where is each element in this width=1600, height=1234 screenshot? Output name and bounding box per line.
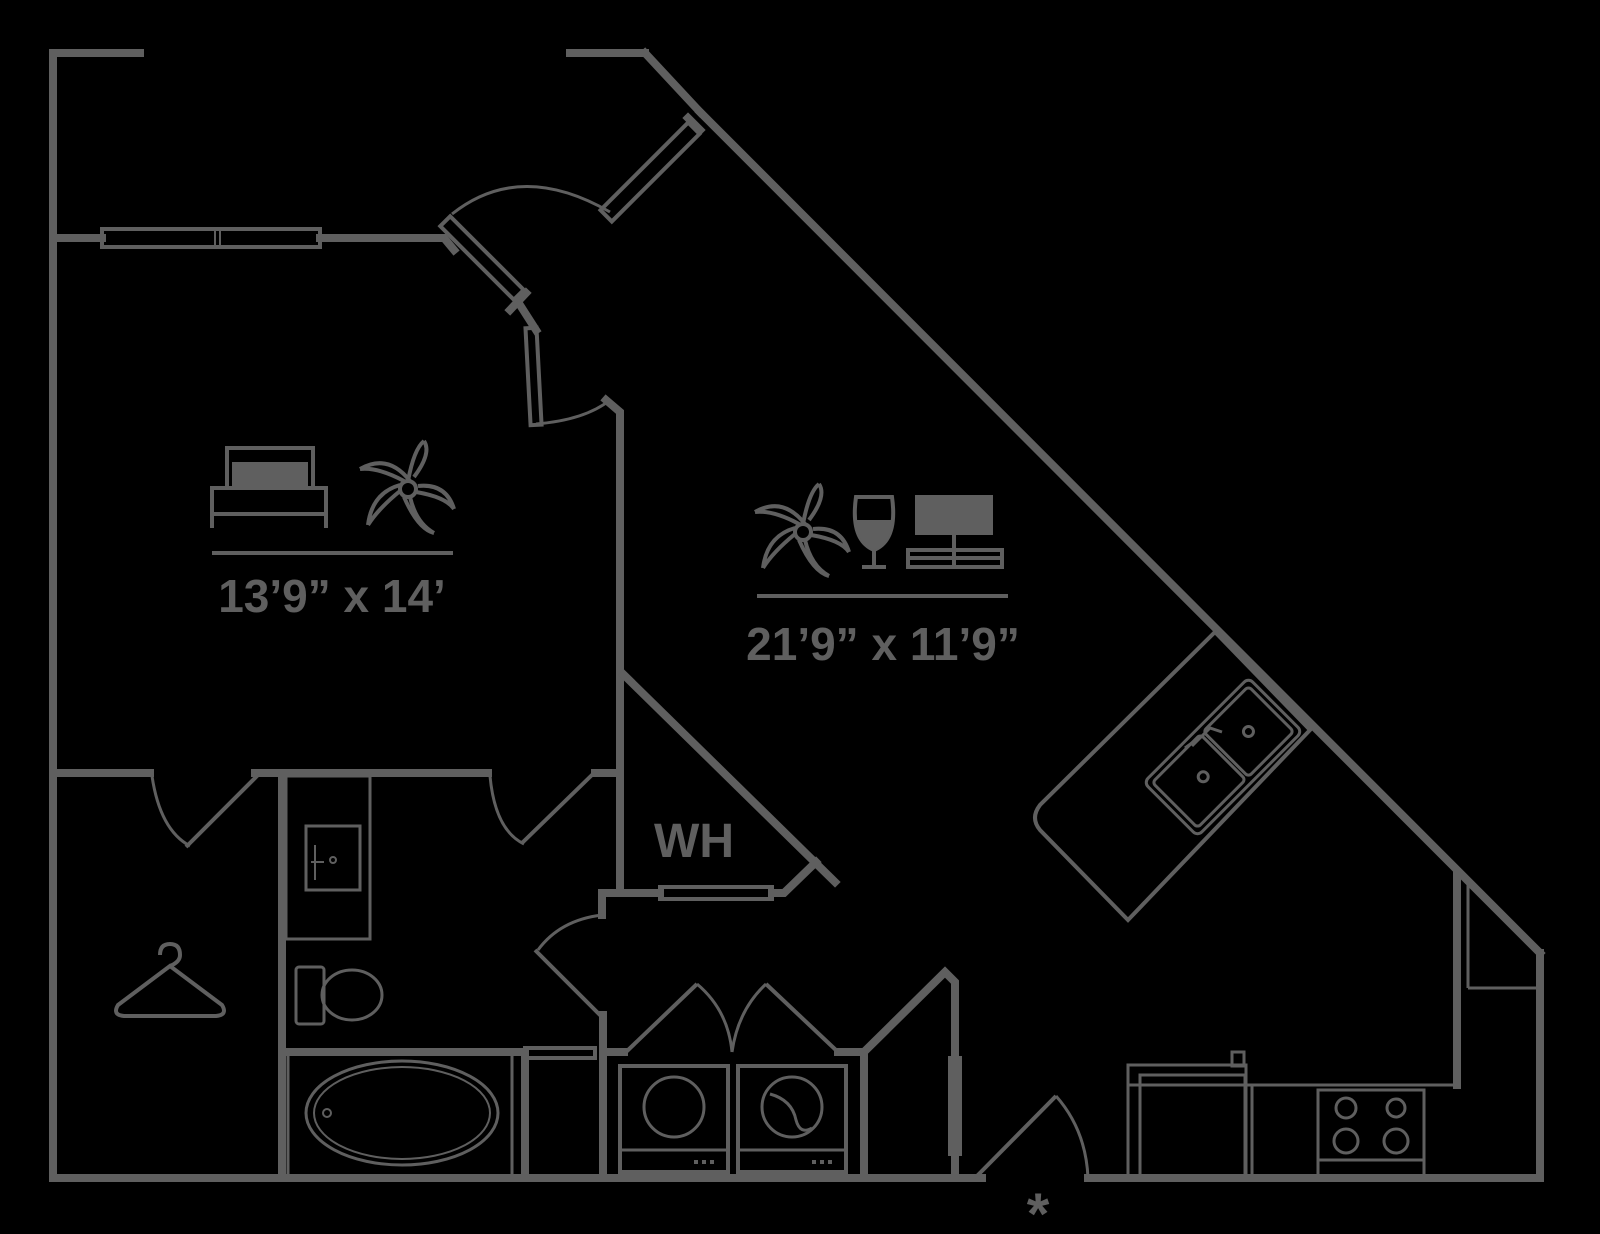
hanger-icon — [114, 941, 226, 1018]
bed-icon — [210, 446, 328, 528]
bath-fixtures — [284, 774, 514, 1178]
ceiling-fan-icon — [359, 439, 456, 535]
interior-walls — [49, 227, 1540, 1182]
kitchen-appliances — [1126, 1050, 1426, 1179]
water-heater-label: WH — [654, 815, 734, 868]
washer-dryer — [618, 1064, 848, 1174]
doors — [150, 112, 1090, 1180]
wine-glass-icon — [852, 495, 896, 569]
ceiling-fan-icon — [754, 482, 851, 578]
bedroom-dimensions: 13’9” x 14’ — [218, 570, 446, 622]
exterior-walls — [49, 47, 1546, 1182]
kitchen-island — [1033, 629, 1313, 923]
living-dimensions: 21’9” x 11’9” — [746, 618, 1020, 670]
tv-icon — [906, 495, 1004, 569]
entry-marker: * — [1027, 1182, 1050, 1234]
